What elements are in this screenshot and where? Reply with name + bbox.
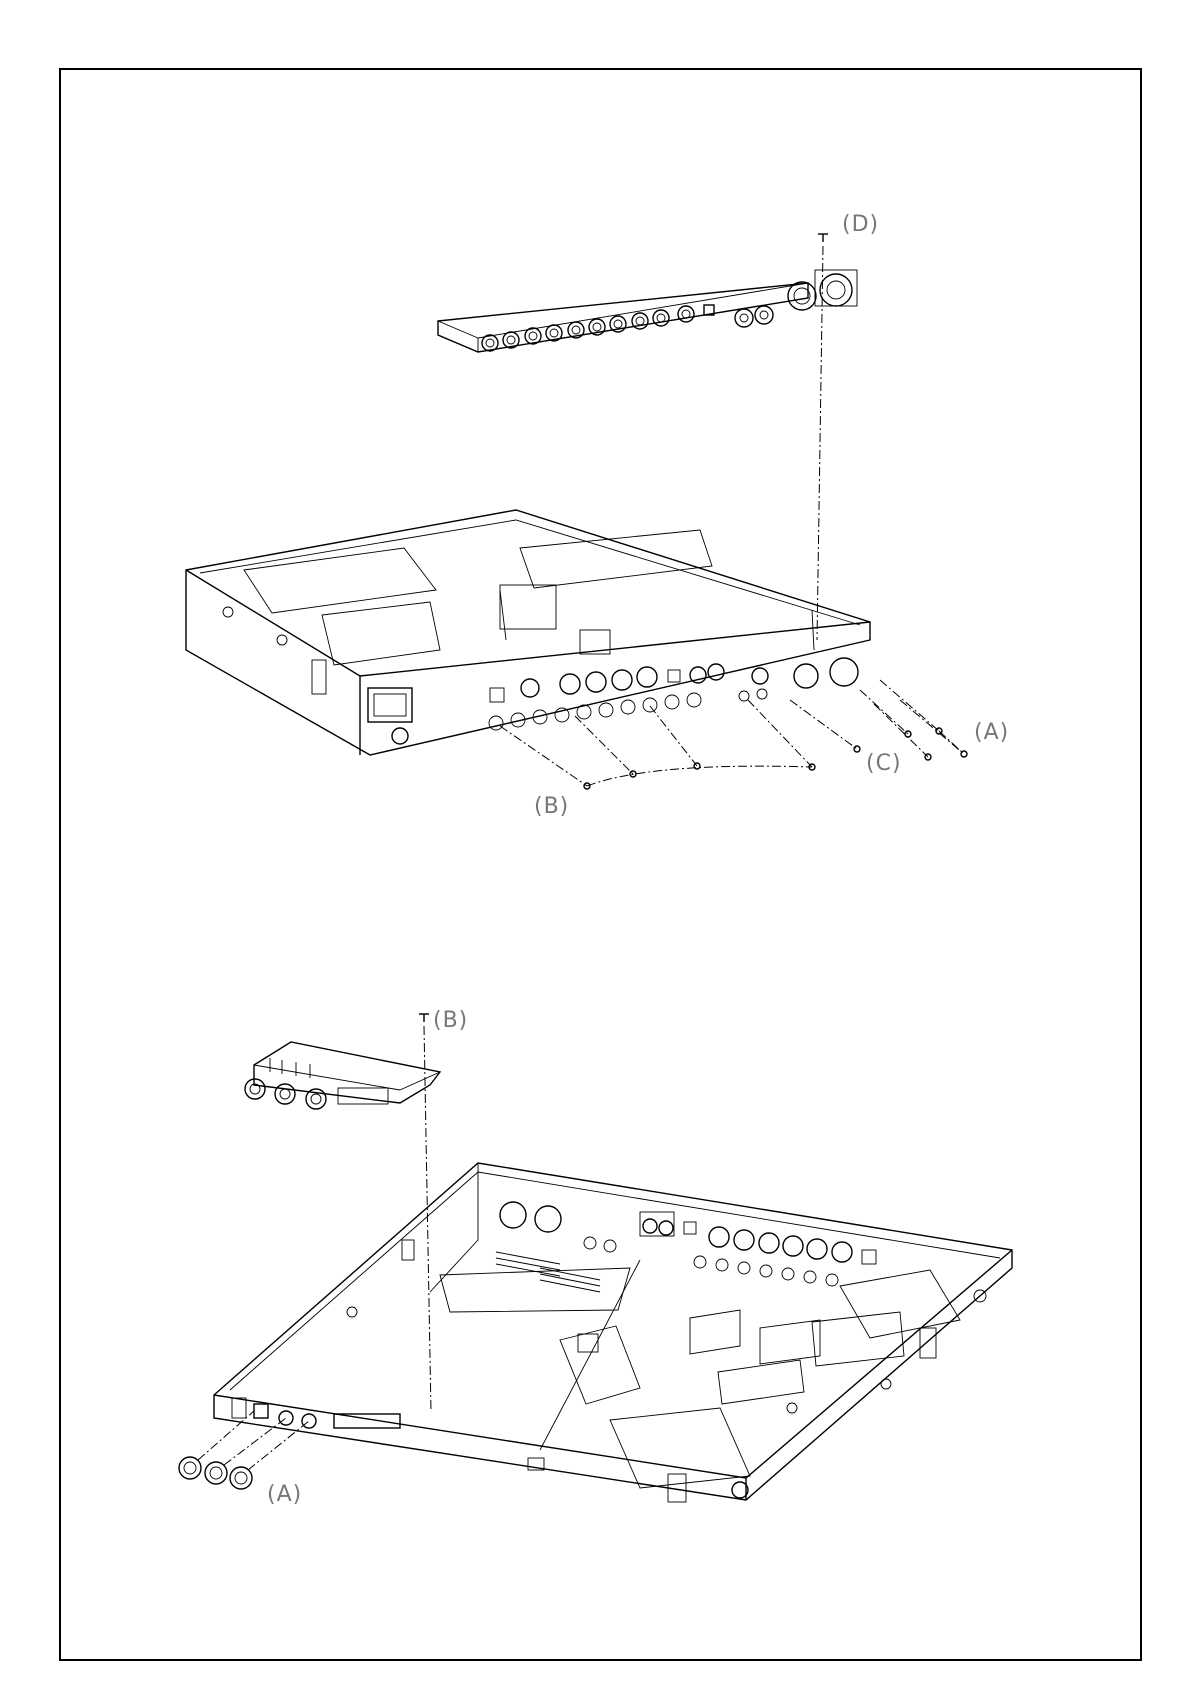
screw-d xyxy=(818,234,828,242)
screw-c xyxy=(790,700,860,752)
callout-b-top: (B) xyxy=(534,794,569,819)
top-chassis xyxy=(186,510,870,755)
screws-a-top xyxy=(860,680,967,760)
callout-b-bottom: (B) xyxy=(433,1008,468,1033)
callout-a-bottom: (A) xyxy=(267,1482,302,1507)
screw-b-bottom xyxy=(419,1014,429,1022)
screws-b-top xyxy=(500,700,815,789)
front-panel-holes xyxy=(489,658,858,730)
top-jack-board xyxy=(438,270,857,352)
bottom-assembly: (B) (A) xyxy=(179,1008,1012,1507)
bottom-chassis xyxy=(214,1163,1012,1502)
leader-d xyxy=(817,246,823,640)
callout-c: (C) xyxy=(866,751,902,776)
callout-d: (D) xyxy=(842,212,879,237)
rear-panel-holes xyxy=(500,1202,876,1286)
top-assembly: (D) (A) (C) (B) xyxy=(186,212,1009,819)
callout-a-top: (A) xyxy=(974,720,1009,745)
bottom-jack-board xyxy=(245,1042,440,1109)
